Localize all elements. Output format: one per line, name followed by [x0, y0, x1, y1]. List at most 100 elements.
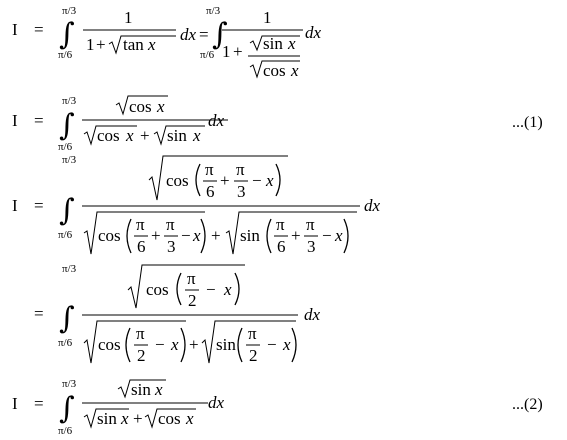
sin-function: sin	[167, 126, 187, 145]
radical-sign	[83, 125, 137, 146]
upper-limit: π/3	[62, 378, 77, 390]
integral-sign: ∫	[59, 17, 75, 52]
cos-function: cos	[146, 280, 169, 299]
differential: dx	[180, 25, 197, 44]
lower-limit: π/6	[58, 49, 73, 61]
cos-function: cos	[129, 97, 152, 116]
right-paren	[200, 218, 206, 254]
upper-limit: π/3	[62, 263, 77, 275]
numerator: 1	[124, 8, 133, 27]
right-paren	[234, 272, 240, 306]
sin-function: sin	[263, 34, 283, 53]
radical-sign	[83, 408, 129, 429]
right-paren	[291, 327, 297, 363]
equals-sign: =	[199, 25, 209, 44]
cos-function: cos	[166, 171, 189, 190]
variable-x: x	[192, 126, 201, 145]
upper-limit: π/3	[62, 95, 77, 107]
radical-sign	[144, 408, 196, 429]
radical-sign	[249, 35, 300, 52]
plus-sign: +	[189, 335, 199, 354]
integral-sign: ∫	[59, 391, 75, 426]
digit-6: 6	[277, 237, 286, 256]
radical-sign	[117, 379, 166, 399]
digit-3: 3	[237, 182, 246, 201]
lower-limit: π/6	[58, 337, 73, 349]
plus-sign: +	[140, 126, 150, 145]
pi-symbol: π	[205, 160, 214, 179]
equation-line-1: I = ∫ π/3 π/6 1 1 + tan x dx = ∫ π/3 π/6…	[12, 5, 322, 80]
plus-sign: +	[211, 226, 221, 245]
lower-limit: π/6	[58, 229, 73, 241]
right-paren	[275, 163, 281, 197]
plus-sign: +	[220, 171, 230, 190]
digit-3: 3	[167, 237, 176, 256]
lower-limit: π/6	[58, 425, 73, 437]
variable-x: x	[120, 409, 129, 428]
cos-function: cos	[263, 61, 286, 80]
equation-line-4: = ∫ π/3 π/6 cos π 2 − x cos π 2 − x + si…	[34, 263, 321, 365]
variable-x: x	[125, 126, 134, 145]
equals-sign: =	[34, 304, 44, 323]
sin-function: sin	[97, 409, 117, 428]
pi-symbol: π	[136, 215, 145, 234]
upper-limit: π/3	[62, 5, 77, 17]
equation-reference: ...(2)	[512, 396, 543, 413]
variable-x: x	[334, 226, 343, 245]
pi-symbol: π	[166, 215, 175, 234]
digit-6: 6	[137, 237, 146, 256]
digit-3: 3	[307, 237, 316, 256]
variable-x: x	[154, 380, 163, 399]
differential: dx	[305, 23, 322, 42]
radical-sign	[127, 264, 245, 309]
radical-sign	[153, 125, 205, 146]
pi-symbol: π	[248, 324, 257, 343]
digit-2: 2	[249, 346, 258, 365]
plus-sign: +	[96, 35, 106, 54]
minus-sign: −	[181, 226, 191, 245]
minus-sign: −	[267, 335, 277, 354]
equation-line-5: I = ∫ π/3 π/6 sin x sin x + cos x dx ...…	[12, 378, 543, 437]
minus-sign: −	[155, 335, 165, 354]
upper-limit: π/3	[62, 154, 77, 166]
I-symbol: I	[12, 111, 18, 130]
radical-sign	[83, 320, 186, 364]
equals-sign: =	[34, 196, 44, 215]
left-paren	[195, 163, 201, 197]
equation-reference: ...(1)	[512, 114, 543, 131]
cos-function: cos	[98, 335, 121, 354]
right-paren	[343, 218, 349, 254]
integral-sign: ∫	[212, 17, 228, 52]
plus-sign: +	[291, 226, 301, 245]
minus-sign: −	[206, 280, 216, 299]
differential: dx	[304, 305, 321, 324]
equals-sign: =	[34, 111, 44, 130]
left-paren	[126, 218, 132, 254]
integral-sign: ∫	[59, 301, 75, 336]
digit-6: 6	[206, 182, 215, 201]
numerator: 1	[263, 8, 272, 27]
differential: dx	[208, 111, 225, 130]
plus-sign: +	[233, 42, 243, 61]
minus-sign: −	[322, 226, 332, 245]
pi-symbol: π	[236, 160, 245, 179]
plus-sign: +	[151, 226, 161, 245]
differential: dx	[364, 196, 381, 215]
sin-function: sin	[240, 226, 260, 245]
left-paren	[125, 327, 131, 363]
I-symbol: I	[12, 394, 18, 413]
equation-line-2: I = ∫ π/3 π/6 cos x cos x + sin x dx ...…	[12, 95, 543, 153]
variable-x: x	[223, 280, 232, 299]
sin-function: sin	[131, 380, 151, 399]
left-paren	[266, 218, 272, 254]
digit-2: 2	[188, 291, 197, 310]
lower-limit: π/6	[58, 141, 73, 153]
I-symbol: I	[12, 196, 18, 215]
minus-sign: −	[252, 171, 262, 190]
variable-x: x	[290, 61, 299, 80]
cos-function: cos	[98, 226, 121, 245]
plus-sign: +	[133, 409, 143, 428]
variable-x: x	[147, 35, 156, 54]
